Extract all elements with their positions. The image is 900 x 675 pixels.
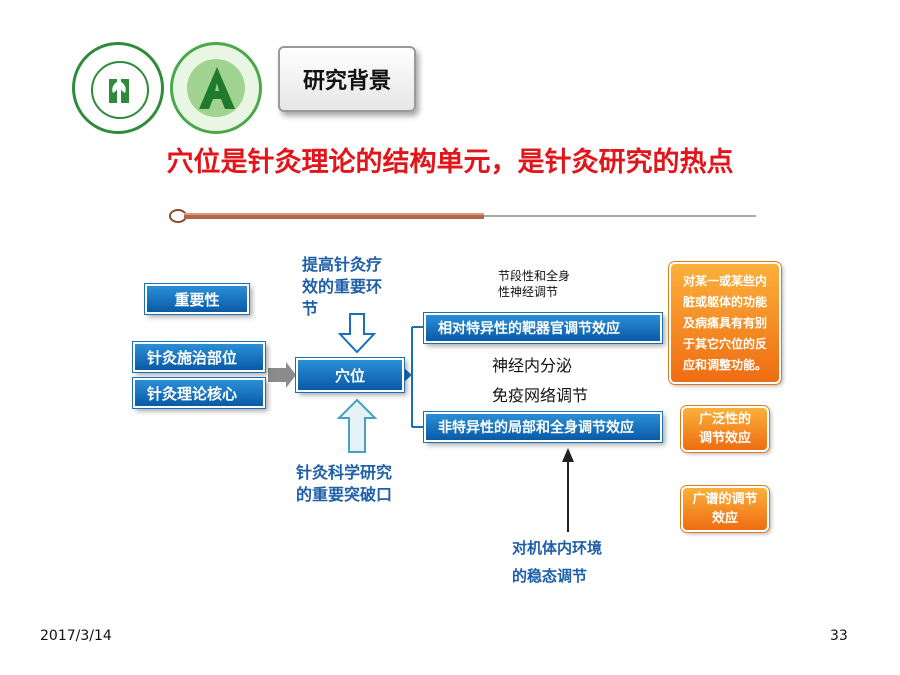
immune-network-note: 免疫网络调节 bbox=[492, 386, 589, 405]
gray-right-arrow-icon bbox=[268, 362, 296, 388]
theory-core-box: 针灸理论核心 bbox=[133, 378, 265, 408]
institute-logo bbox=[170, 42, 262, 134]
blue-pointer-icon bbox=[404, 368, 412, 382]
homeostasis-note: 对机体内环境 的稳态调节 bbox=[512, 539, 603, 585]
down-arrow-icon bbox=[337, 313, 377, 354]
slide-headline: 穴位是针灸理论的结构单元，是针灸研究的热点 bbox=[166, 147, 734, 178]
acupuncture-needle-icon bbox=[169, 209, 756, 223]
broad-effect-box: 广泛性的 调节效应 bbox=[681, 406, 769, 452]
slide-date: 2017/3/14 bbox=[40, 628, 112, 644]
neuroendocrine-note: 神经内分泌 bbox=[492, 356, 573, 375]
importance-box: 重要性 bbox=[145, 284, 249, 314]
acupoint-node: 穴位 bbox=[296, 358, 404, 392]
page-number: 33 bbox=[830, 628, 848, 644]
up-arrow-icon bbox=[336, 398, 378, 453]
efficacy-note: 提高针灸疗 效的重要环 节 bbox=[302, 255, 383, 318]
specific-function-box: 对某一或某些内 脏或躯体的功能 及病痛具有有别 于其它穴位的反 应和调整功能。 bbox=[669, 262, 781, 384]
plant-emblem-icon bbox=[109, 73, 129, 103]
university-logo bbox=[72, 42, 164, 134]
relative-specificity-box: 相对特异性的靶器官调节效应 bbox=[424, 313, 662, 343]
thin-up-arrow-icon bbox=[562, 448, 574, 462]
broad-spectrum-box: 广谱的调节 效应 bbox=[681, 486, 769, 532]
treatment-site-box: 针灸施治部位 bbox=[133, 342, 265, 372]
breakthrough-note: 针灸科学研究 的重要突破口 bbox=[296, 463, 393, 504]
section-title: 研究背景 bbox=[278, 46, 416, 112]
letter-a-emblem-icon bbox=[199, 67, 235, 109]
nonspecific-effect-box: 非特异性的局部和全身调节效应 bbox=[424, 412, 662, 442]
neural-regulation-note: 节段性和全身 性神经调节 bbox=[498, 269, 571, 299]
